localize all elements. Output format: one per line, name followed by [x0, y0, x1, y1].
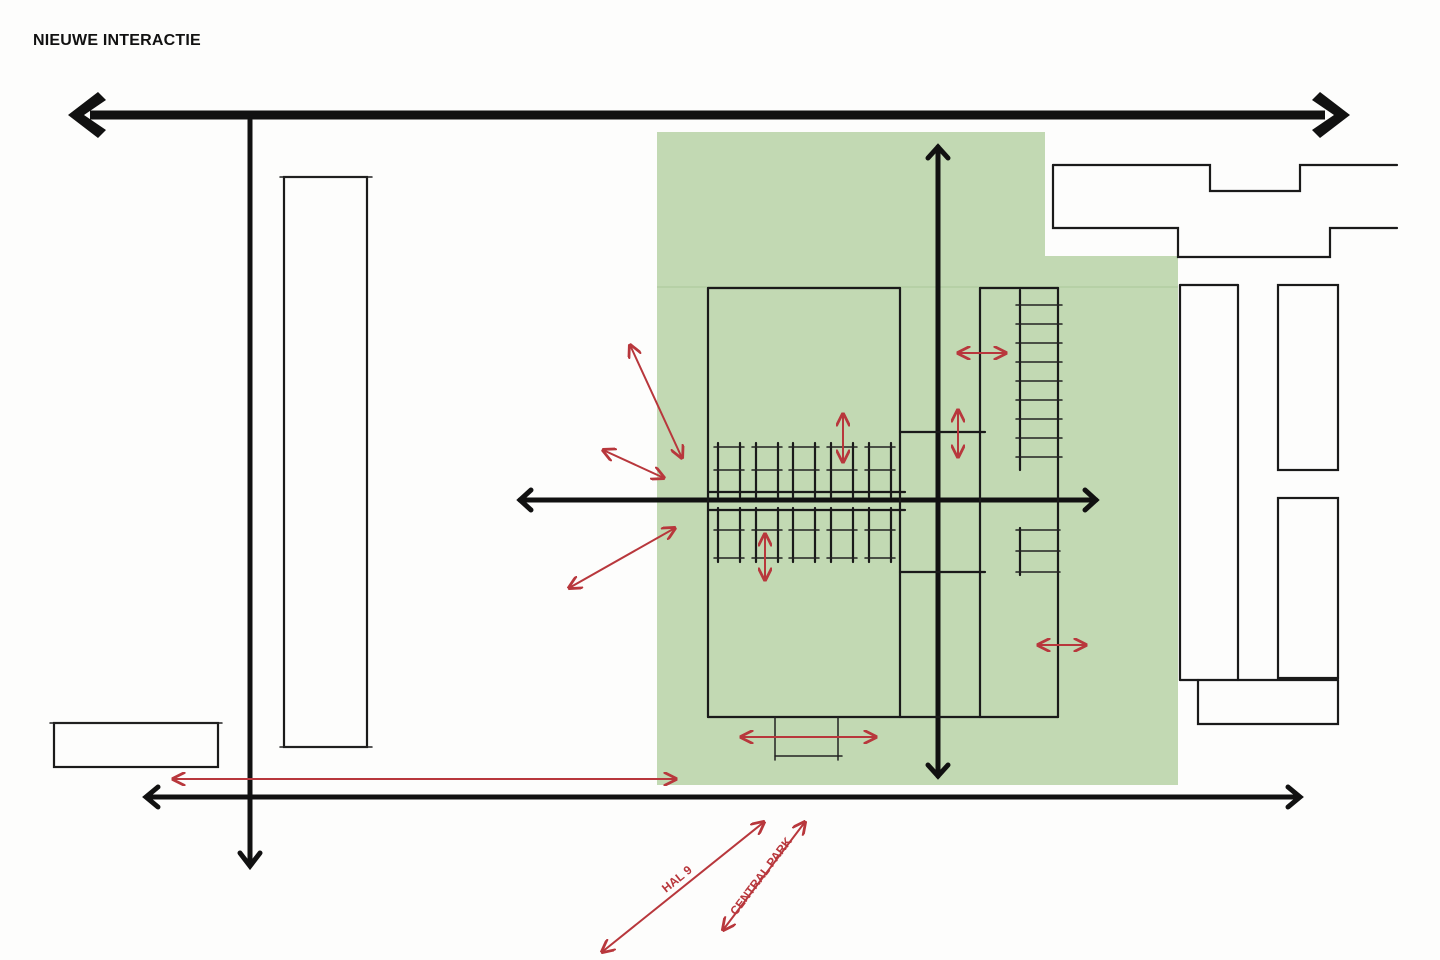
top-main-axis — [68, 92, 1350, 138]
interaction-arrow — [630, 345, 682, 458]
interaction-arrow — [603, 450, 664, 478]
label-hal9: HAL 9 — [659, 863, 695, 896]
label-central-park: CENTRAL PARK — [727, 834, 795, 917]
buildings-right — [1051, 163, 1399, 726]
parking-rows-center — [706, 441, 907, 564]
building-small-bottom-left — [49, 721, 223, 769]
interaction-arrow-hal9 — [602, 822, 764, 952]
green-zone — [657, 132, 1178, 785]
parking-rows-right — [1015, 288, 1063, 577]
page-title: NIEUWE INTERACTIE — [33, 32, 201, 49]
interaction-arrows — [173, 345, 1086, 952]
interaction-arrow — [569, 528, 675, 588]
left-vertical-axis — [237, 117, 263, 871]
central-cross-axis — [516, 143, 1100, 780]
interaction-arrow-central-park — [723, 822, 805, 930]
bottom-horizontal-axis — [142, 784, 1304, 810]
building-left-slab — [279, 175, 373, 749]
